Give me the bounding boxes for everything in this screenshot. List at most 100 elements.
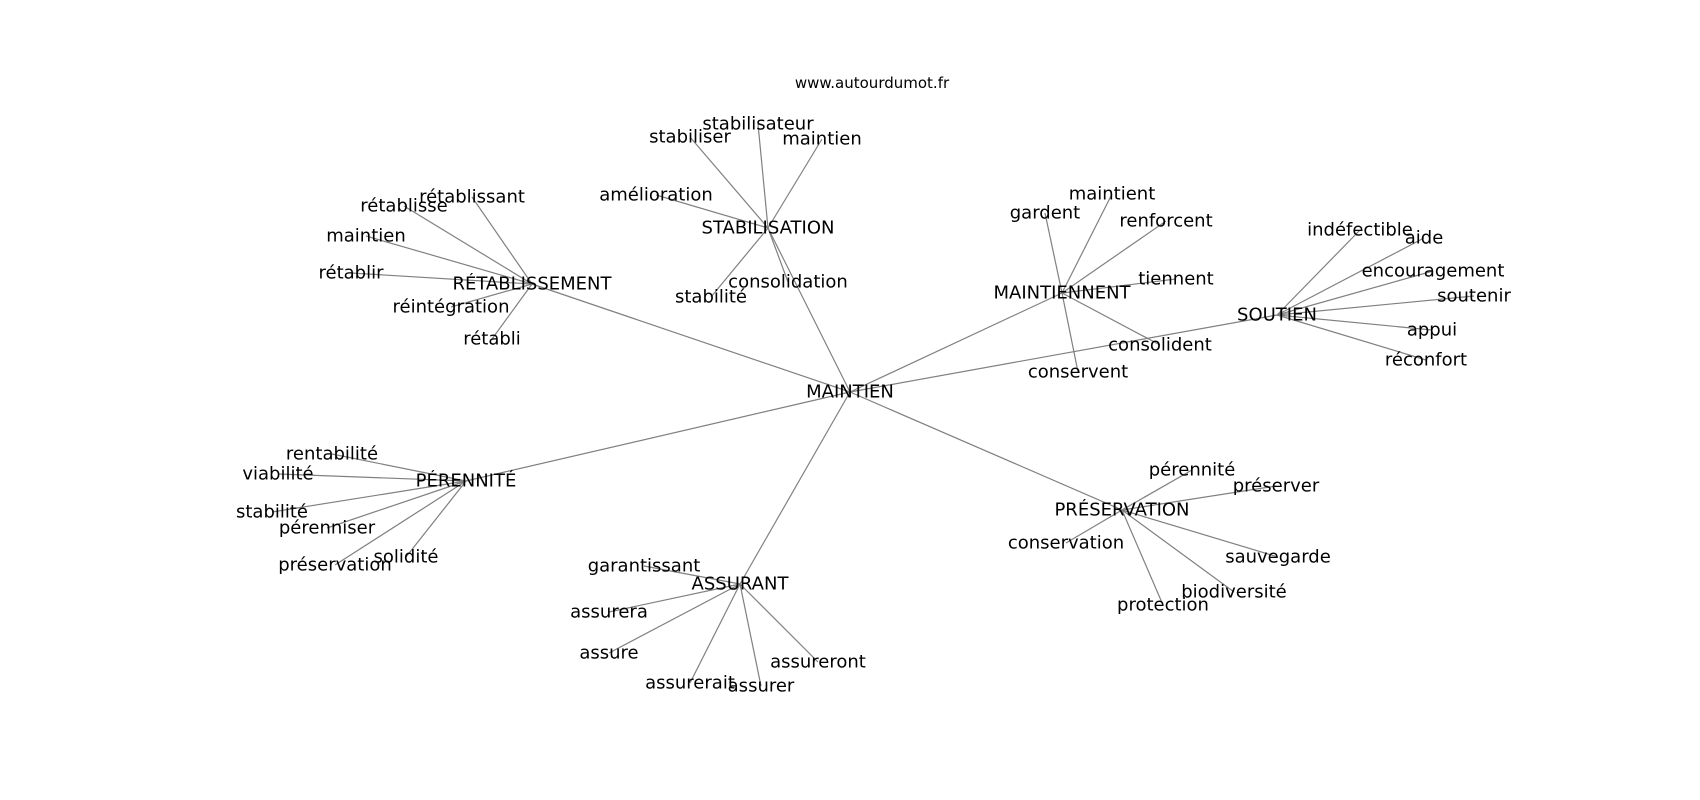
word-node: réconfort — [1385, 350, 1467, 371]
edge-hub-to-word — [1061, 220, 1167, 294]
word-node: préservation — [278, 555, 392, 576]
edge-hub-to-word — [1061, 278, 1177, 294]
edge-hub-to-word — [1121, 509, 1235, 593]
hub-node: RÉTABLISSEMENT — [452, 273, 612, 295]
edge-hub-to-word — [450, 283, 533, 308]
word-node: maintient — [1069, 184, 1156, 205]
word-node: stabilité — [236, 502, 308, 523]
edge-hub-to-word — [326, 480, 467, 529]
hub-node: STABILISATION — [702, 218, 835, 239]
source-credit: www.autourdumot.fr — [795, 74, 950, 92]
word-node: assurerait — [645, 673, 735, 694]
word-node: aide — [1405, 228, 1444, 249]
edge-hub-to-word — [643, 565, 741, 585]
edge-hub-to-word — [655, 194, 769, 229]
word-node: rétabli — [463, 329, 521, 350]
word-node: conservent — [1028, 362, 1128, 383]
edge-hub-to-word — [1061, 292, 1079, 373]
word-node: gardent — [1010, 203, 1081, 224]
edge-hub-to-word — [350, 272, 533, 285]
word-node: appui — [1407, 320, 1457, 341]
word-node: indéfectible — [1307, 220, 1413, 241]
edge-hub-to-word — [1276, 314, 1433, 331]
word-node: garantissant — [588, 556, 701, 577]
edge-hub-to-word — [739, 583, 819, 663]
edge-center-to-hub — [849, 391, 1123, 511]
word-node: rétablissant — [419, 187, 525, 208]
word-node: rétablir — [319, 263, 385, 284]
graph-labels: www.autourdumot.fr MAINTIEN STABILISATION… — [236, 74, 1511, 697]
hub-node: PÉRENNITÉ — [416, 470, 517, 492]
edge-hub-to-word — [1121, 509, 1164, 606]
word-node: soutenir — [1437, 286, 1511, 307]
edge-hub-to-word — [403, 205, 533, 285]
word-node: assurer — [728, 676, 795, 697]
word-node: protection — [1117, 595, 1209, 616]
edge-hub-to-word — [1276, 270, 1434, 316]
edge-hub-to-word — [471, 196, 533, 285]
word-node: tiennent — [1138, 269, 1214, 290]
word-node: viabilité — [242, 464, 313, 485]
word-node: assure — [579, 643, 638, 664]
edge-center-to-hub — [849, 292, 1063, 393]
word-node: assureront — [770, 652, 866, 673]
word-node: pérenniser — [279, 518, 376, 539]
edge-hub-to-word — [608, 583, 741, 654]
edge-hub-to-word — [331, 453, 467, 482]
edge-hub-to-word — [757, 123, 769, 229]
hub-node: MAINTIENNENT — [993, 283, 1131, 304]
edge-hub-to-word — [1121, 485, 1277, 511]
word-node: assurera — [570, 602, 648, 623]
word-node: amélioration — [599, 185, 713, 206]
edge-hub-to-word — [405, 480, 467, 558]
edge-center-to-hub — [465, 391, 851, 482]
edge-hub-to-word — [1121, 509, 1279, 558]
edge-hub-to-word — [1061, 292, 1161, 346]
edge-hub-to-word — [739, 583, 762, 687]
hub-node: ASSURANT — [692, 574, 790, 595]
edge-center-to-hub — [767, 227, 851, 393]
word-node: biodiversité — [1181, 582, 1287, 603]
word-node: préserver — [1233, 476, 1320, 497]
edge-hub-to-word — [1276, 229, 1361, 316]
word-node: solidité — [374, 547, 439, 568]
edge-center-to-hub — [531, 283, 851, 393]
word-node: renforcent — [1119, 211, 1212, 232]
word-node: pérennité — [1149, 460, 1236, 481]
edge-hub-to-word — [1276, 237, 1425, 316]
edge-hub-to-word — [608, 583, 741, 613]
edge-hub-to-word — [710, 227, 769, 298]
edge-hub-to-word — [689, 583, 741, 684]
edge-hub-to-word — [1121, 469, 1193, 511]
word-node: consolident — [1108, 335, 1212, 356]
word-node: maintien — [782, 129, 862, 150]
edge-hub-to-word — [1044, 212, 1063, 294]
word-node: conservation — [1008, 533, 1124, 554]
edge-center-to-hub — [849, 314, 1278, 393]
hub-node: PRÉSERVATION — [1054, 499, 1189, 521]
word-node: rétablisse — [360, 196, 447, 217]
graph-edges — [271, 123, 1475, 687]
word-node: stabiliser — [649, 127, 731, 148]
hub-node: SOUTIEN — [1237, 305, 1317, 326]
edge-hub-to-word — [689, 136, 769, 229]
edge-center-to-hub — [739, 391, 851, 585]
edge-hub-to-word — [271, 480, 467, 513]
edge-hub-to-word — [1061, 193, 1113, 294]
edge-hub-to-word — [334, 480, 467, 566]
center-node: MAINTIEN — [806, 382, 894, 403]
edge-hub-to-word — [1276, 295, 1475, 316]
word-node: réintégration — [393, 297, 510, 318]
edge-hub-to-word — [767, 227, 789, 283]
word-node: stabilisateur — [702, 114, 814, 135]
word-node: maintien — [326, 226, 406, 247]
edge-hub-to-word — [1065, 509, 1123, 544]
word-node: sauvegarde — [1225, 547, 1331, 568]
edge-hub-to-word — [491, 283, 533, 340]
word-node: stabilité — [675, 287, 747, 308]
word-node: consolidation — [728, 272, 848, 293]
edge-hub-to-word — [767, 138, 823, 229]
edge-hub-to-word — [1276, 314, 1427, 361]
word-node: encouragement — [1362, 261, 1505, 282]
